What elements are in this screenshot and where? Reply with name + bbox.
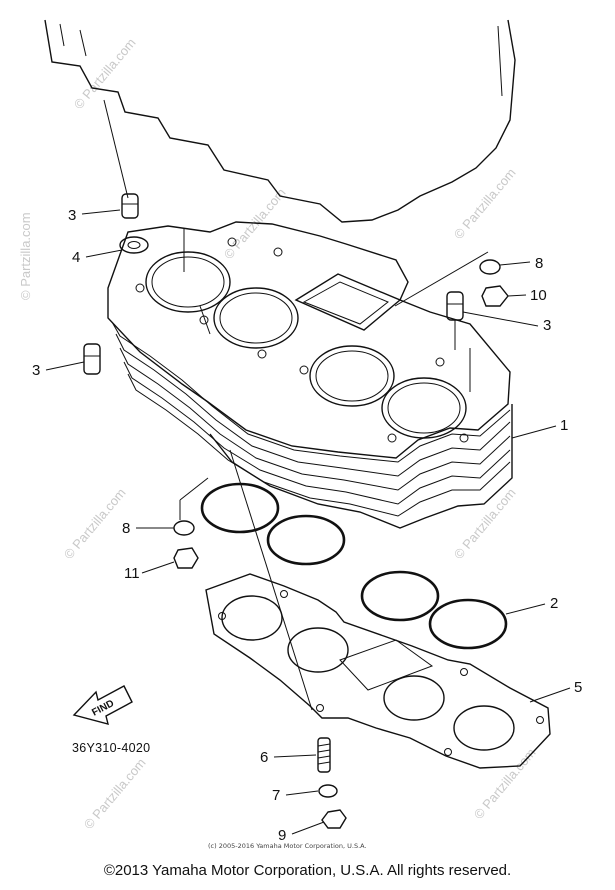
callout-9: 9: [278, 827, 286, 844]
copyright-footer: ©2013 Yamaha Motor Corporation, U.S.A. A…: [103, 862, 512, 879]
watermark: © Partzilla.com: [81, 755, 149, 832]
callout-3: 3: [68, 207, 76, 224]
callout-1: 1: [560, 417, 568, 434]
dowel-pin-part-3: [121, 193, 139, 219]
callout-7: 7: [272, 787, 280, 804]
callout-6: 6: [260, 749, 268, 766]
washer-part-7: [318, 784, 338, 798]
callout-2: 2: [550, 595, 558, 612]
cylinder-base-gasket-part-5: [205, 573, 551, 769]
callout-5: 5: [574, 679, 582, 696]
o-rings-part-2: [200, 482, 508, 650]
part-code-label: 36Y310-4020: [72, 741, 150, 755]
stud-bolt-part-6: [317, 737, 331, 773]
watermark: © Partzilla.com: [18, 212, 33, 300]
find-label: FIND: [90, 698, 116, 719]
callouts: 3 4 3 8 10 3 1 8 11 2 5 6 7 9: [32, 207, 582, 844]
dowel-pin-part-3: [83, 343, 101, 375]
dowel-pin-part-3: [446, 291, 464, 321]
find-arrow-icon: FIND: [72, 685, 133, 725]
washer-part-8: [173, 520, 195, 536]
callout-3: 3: [32, 362, 40, 379]
callout-4: 4: [72, 249, 80, 266]
o-ring-part-4: [119, 236, 149, 254]
nut-part-10: [481, 285, 509, 307]
callout-8: 8: [535, 255, 543, 272]
cylinder-block: [107, 221, 513, 529]
small-copyright-label: (c) 2005-2016 Yamaha Motor Corporation, …: [208, 842, 367, 850]
nut-part-11: [173, 547, 199, 569]
callout-3: 3: [543, 317, 551, 334]
callout-11: 11: [124, 565, 140, 582]
watermark: © Partzilla.com: [61, 485, 129, 562]
cylinder-head-outline: [44, 19, 516, 223]
washer-part-8: [479, 259, 501, 275]
callout-8: 8: [122, 520, 130, 537]
nut-part-9: [321, 809, 347, 829]
callout-10: 10: [530, 287, 547, 304]
watermark: © Partzilla.com: [451, 485, 519, 562]
watermark: © Partzilla.com: [71, 35, 139, 112]
